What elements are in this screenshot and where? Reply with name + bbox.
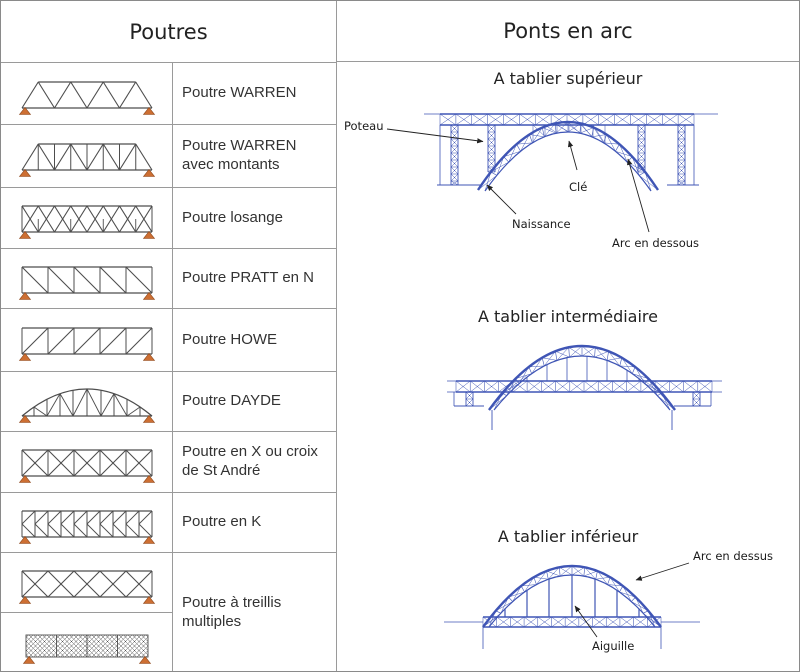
truss-diagram-warren: [18, 80, 155, 115]
drawing: [18, 569, 155, 604]
annotation-aiguille: Aiguille: [592, 639, 634, 653]
annotation-arrow-arc-dessus: [635, 562, 690, 581]
truss-cell-multi1: [1, 552, 173, 612]
annotation-arrow-naissance: [486, 184, 517, 215]
drawing: [424, 113, 718, 192]
drawing: [22, 634, 151, 664]
drawing: [18, 143, 155, 177]
arch-bridges-body: A tablier supérieur Poteau Clé Naissance…: [337, 62, 799, 671]
truss-cell-dayde: [1, 371, 173, 431]
bridge-diagram-tablier-inferieur: Arc en dessus Aiguille: [444, 549, 773, 653]
section-title-tablier-superieur: A tablier supérieur: [493, 69, 643, 88]
drawing: [18, 509, 155, 544]
drawing: [447, 345, 722, 430]
drawing: [444, 565, 700, 649]
truss-cell-losange: [1, 187, 173, 248]
annotation-arrow-arc-dessous: [627, 158, 650, 233]
annotation-arrow-poteau: [386, 128, 484, 144]
beams-table: Poutres Poutre WARREN Poutre WARREN avec…: [1, 1, 337, 671]
truss-label-pratt: Poutre PRATT en N: [173, 248, 336, 308]
bridge-diagram-tablier-intermediaire: [447, 345, 722, 430]
truss-diagram-ktruss: [18, 509, 155, 544]
drawing: [18, 449, 155, 483]
drawing: [18, 265, 155, 300]
drawing: [18, 80, 155, 115]
bridge-diagram-tablier-superieur: Poteau Clé Naissance Arc en dessous: [344, 113, 718, 250]
truss-cell-xcross: [1, 431, 173, 492]
truss-label-howe: Poutre HOWE: [173, 308, 336, 371]
arch-bridges-title: Ponts en arc: [337, 1, 799, 62]
truss-cell-multi2: [1, 612, 173, 671]
truss-cell-warren: [1, 62, 173, 124]
truss-cell-howe: [1, 308, 173, 371]
truss-label-xcross: Poutre en X ou croix de St André: [173, 431, 336, 492]
annotation-cle: Clé: [569, 180, 587, 194]
section-title-tablier-intermediaire: A tablier intermédiaire: [477, 307, 658, 326]
drawing: [18, 327, 155, 361]
drawing: [18, 205, 155, 239]
arch-bridges-panel: Ponts en arc A tablier supérieur Poteau …: [337, 1, 799, 671]
truss-cell-pratt: [1, 248, 173, 308]
annotation-arc-dessus: Arc en dessus: [693, 549, 773, 563]
truss-diagram-multi2: [22, 634, 151, 664]
truss-diagram-pratt: [18, 265, 155, 300]
truss-diagram-howe: [18, 327, 155, 361]
truss-diagram-multi1: [18, 569, 155, 604]
annotation-arc-dessous: Arc en dessous: [612, 236, 699, 250]
annotation-naissance: Naissance: [512, 217, 571, 231]
truss-diagram-losange: [18, 205, 155, 239]
truss-cell-warren-montants: [1, 124, 173, 187]
truss-label-warren-montants: Poutre WARREN avec montants: [173, 124, 336, 187]
annotation-arrow-cle: [567, 140, 578, 171]
truss-diagram-dayde: [18, 388, 155, 423]
truss-cell-ktruss: [1, 492, 173, 552]
truss-label-warren: Poutre WARREN: [173, 62, 336, 124]
truss-label-ktruss: Poutre en K: [173, 492, 336, 552]
annotation-arrow-aiguille: [574, 605, 598, 638]
section-title-tablier-inferieur: A tablier inférieur: [497, 527, 639, 546]
truss-label-losange: Poutre losange: [173, 187, 336, 248]
truss-label-multi: Poutre à treillis multiples: [173, 552, 336, 671]
truss-diagram-warren-montants: [18, 143, 155, 177]
drawing: [18, 388, 155, 423]
beams-table-title: Poutres: [129, 19, 208, 44]
truss-diagram-xcross: [18, 449, 155, 483]
truss-label-dayde: Poutre DAYDE: [173, 371, 336, 431]
annotation-poteau: Poteau: [344, 119, 383, 133]
